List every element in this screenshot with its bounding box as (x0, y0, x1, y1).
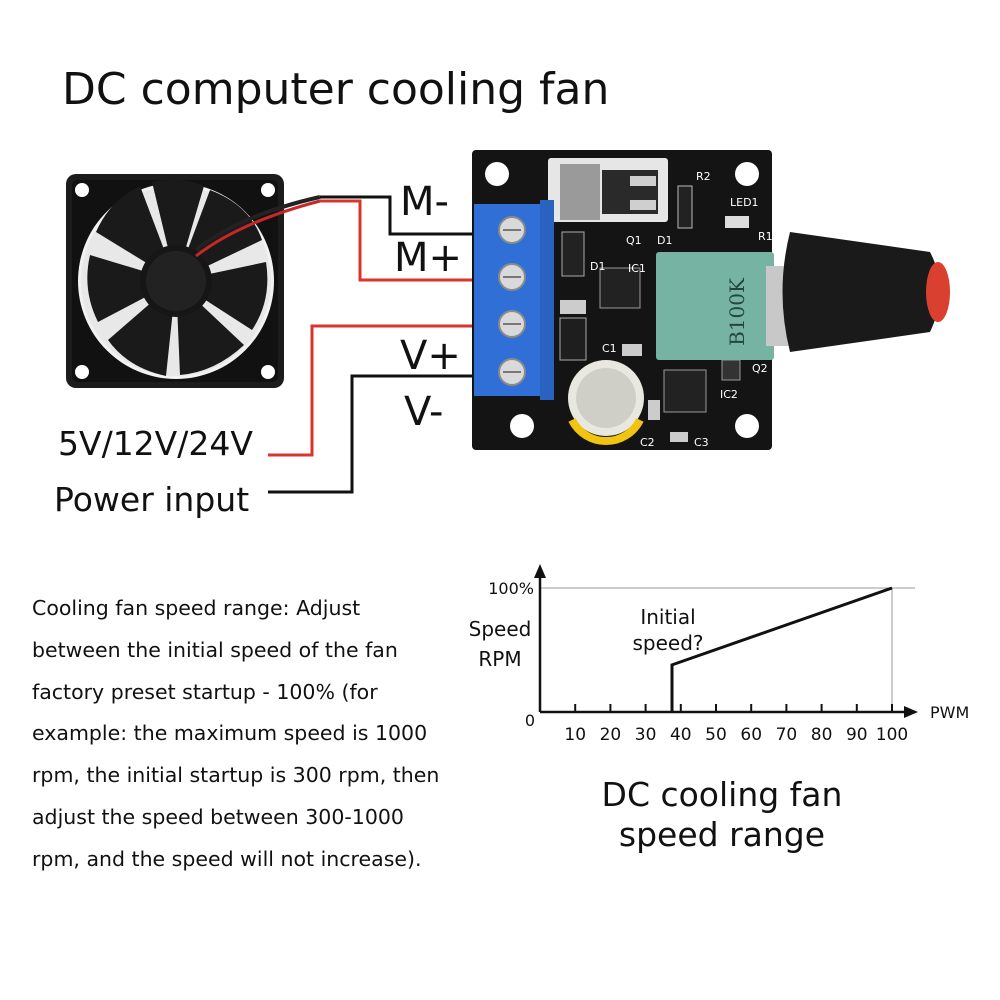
speed-range-description: Cooling fan speed range: Adjust between … (32, 596, 440, 871)
y-axis-label-line2: RPM (478, 647, 521, 671)
label-d1-top: D1 (657, 234, 672, 247)
x-tick-label: 10 (564, 725, 586, 745)
label-c2: C2 (640, 436, 655, 449)
label-r2: R2 (696, 170, 711, 183)
x-tick-label: 80 (811, 725, 833, 745)
terminal-label-m-minus: M- (400, 179, 449, 225)
wire-v-plus (268, 324, 474, 457)
wire-m-plus (320, 199, 474, 282)
fan-cable-red (195, 199, 321, 258)
terminal-label-m-plus: M+ (394, 235, 463, 281)
label-q2: Q2 (752, 362, 768, 375)
chart-caption: DC cooling fan speed range (560, 775, 884, 855)
y-tick-label: 100% (488, 579, 534, 598)
y-axis-label-line1: Speed (469, 617, 532, 641)
x-tick-label: 90 (846, 725, 868, 745)
x-tick-label: 30 (635, 725, 657, 745)
power-input-label: Power input (54, 480, 250, 519)
pot-marking: B100K (725, 277, 749, 346)
wire-m-minus (320, 195, 474, 236)
pwm-controller-board: B100K Q1 D1 R2 LED1 R1 D1 IC1 C1 IC2 Q2 … (472, 150, 950, 450)
label-c1: C1 (602, 342, 617, 355)
x-axis-label: PWM (930, 703, 969, 722)
speed-series-line (670, 586, 893, 712)
label-q1: Q1 (626, 234, 642, 247)
wire-v-minus (268, 374, 474, 494)
chart-caption-line2: speed range (618, 815, 826, 854)
label-led1: LED1 (730, 196, 759, 209)
x-tick-label: 60 (740, 725, 762, 745)
label-ic2: IC2 (720, 388, 738, 401)
y-axis-arrow (534, 564, 546, 578)
x-tick-label: 70 (776, 725, 798, 745)
chart-caption-line1: DC cooling fan (601, 775, 843, 814)
label-r1: R1 (758, 230, 773, 243)
x-tick-label: 40 (670, 725, 692, 745)
origin-label: 0 (525, 711, 535, 730)
terminal-label-v-minus: V- (404, 389, 444, 435)
wiring-diagram: B100K Q1 D1 R2 LED1 R1 D1 IC1 C1 IC2 Q2 … (66, 150, 950, 494)
terminal-label-v-plus: V+ (400, 333, 461, 379)
annotation-line2: speed? (632, 631, 703, 655)
power-voltage-label: 5V/12V/24V (58, 424, 253, 463)
x-tick-label: 20 (600, 725, 622, 745)
label-d1: D1 (590, 260, 605, 273)
x-tick-label: 100 (876, 725, 908, 745)
label-ic1: IC1 (628, 262, 646, 275)
page-title: DC computer cooling fan (62, 64, 610, 115)
annotation-line1: Initial (640, 605, 695, 629)
x-tick-label: 50 (705, 725, 727, 745)
label-c3: C3 (694, 436, 709, 449)
fan-cable-black (194, 195, 321, 252)
x-axis-arrow (904, 706, 918, 718)
